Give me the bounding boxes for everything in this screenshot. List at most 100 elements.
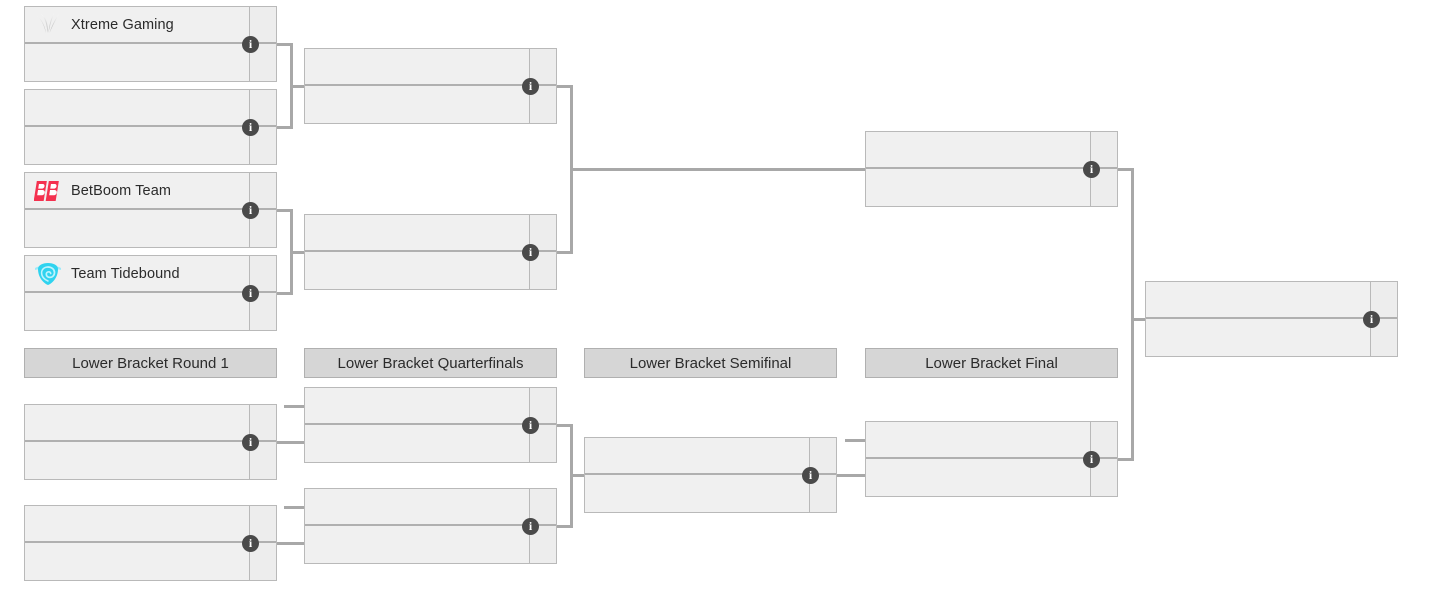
match-opponents <box>25 405 250 479</box>
match-box-lb-r1-m1[interactable] <box>24 404 277 480</box>
opponent-row-bottom[interactable] <box>305 526 529 563</box>
match-info-icon[interactable]: i <box>242 118 259 136</box>
connector-lb-r1-m2-out <box>277 542 304 545</box>
team-logo-placeholder-icon <box>866 422 912 457</box>
opponent-row-top[interactable]: Team Tidebound <box>25 256 249 293</box>
team-logo-placeholder-icon <box>305 252 351 289</box>
opponent-row-bottom[interactable] <box>25 442 249 479</box>
match-box-ub-r2-m1[interactable] <box>304 48 557 124</box>
team-logo-placeholder-icon <box>305 49 351 84</box>
match-box-grand-final[interactable] <box>1145 281 1398 357</box>
team-logo-placeholder-icon <box>305 425 351 462</box>
opponent-row-bottom[interactable] <box>305 425 529 462</box>
opponent-row-bottom[interactable] <box>25 543 249 580</box>
connector-lb-r1-m1-out <box>277 441 304 444</box>
opponent-row-top[interactable] <box>585 438 809 475</box>
xtreme-gaming-logo-icon <box>36 12 59 33</box>
match-info-icon[interactable]: i <box>242 534 259 552</box>
opponent-row-bottom[interactable] <box>866 459 1090 496</box>
opponent-row-top[interactable] <box>25 405 249 442</box>
opponent-row-bottom[interactable] <box>25 44 249 81</box>
connector-in-ub-final <box>570 168 865 171</box>
match-opponents: Xtreme Gaming <box>25 7 250 81</box>
match-box-ub-r1-m1[interactable]: Xtreme Gaming <box>24 6 277 82</box>
opponent-row-bottom[interactable] <box>25 127 249 164</box>
match-opponents <box>585 438 810 512</box>
connector-out-lb-qf-m1 <box>557 424 573 427</box>
opponent-row-bottom[interactable] <box>866 169 1090 206</box>
team-logo-placeholder-icon <box>866 169 912 206</box>
match-info-icon[interactable]: i <box>1363 310 1380 328</box>
opponent-row-top[interactable]: BetBoom Team <box>25 173 249 210</box>
betboom-logo-icon <box>25 173 71 208</box>
score-cell-top <box>530 489 556 526</box>
opponent-row-top[interactable] <box>866 132 1090 169</box>
match-info-icon[interactable]: i <box>242 433 259 451</box>
match-info-icon[interactable]: i <box>522 517 539 535</box>
team-logo-placeholder-icon <box>1146 319 1192 356</box>
opponent-row-bottom[interactable] <box>25 293 249 330</box>
match-info-icon[interactable]: i <box>1083 160 1100 178</box>
match-box-ub-r2-m2[interactable] <box>304 214 557 290</box>
opponent-row-top[interactable] <box>866 422 1090 459</box>
round-label-lb-semifinal: Lower Bracket Semifinal <box>584 348 837 378</box>
opponent-row-top[interactable] <box>25 506 249 543</box>
score-cell-top <box>1371 282 1397 319</box>
team-logo-placeholder-icon <box>305 526 351 563</box>
team-logo-placeholder-icon <box>866 132 912 167</box>
match-box-ub-r1-m4[interactable]: Team Tidebound <box>24 255 277 331</box>
opponent-row-top[interactable]: Xtreme Gaming <box>25 7 249 44</box>
match-info-icon[interactable]: i <box>522 243 539 261</box>
team-logo-placeholder-icon <box>305 388 351 423</box>
match-box-lb-qf-m1[interactable] <box>304 387 557 463</box>
opponent-row-top[interactable] <box>305 489 529 526</box>
match-opponents <box>305 489 530 563</box>
match-box-ub-r1-m3[interactable]: BetBoom Team <box>24 172 277 248</box>
match-box-lb-qf-m2[interactable] <box>304 488 557 564</box>
opponent-row-top[interactable] <box>305 49 529 86</box>
match-info-icon[interactable]: i <box>522 416 539 434</box>
match-info-icon[interactable]: i <box>522 77 539 95</box>
score-cell-top <box>250 7 276 44</box>
team-logo-placeholder-icon <box>25 506 71 541</box>
opponent-row-bottom[interactable] <box>305 86 529 123</box>
connector-drop-lb-qf-m2 <box>284 506 304 509</box>
round-label-lb-final: Lower Bracket Final <box>865 348 1118 378</box>
team-logo-placeholder-icon <box>585 438 631 473</box>
match-box-lb-f[interactable] <box>865 421 1118 497</box>
opponent-row-bottom[interactable] <box>585 475 809 512</box>
opponent-row-bottom[interactable] <box>1146 319 1370 356</box>
score-cell-top <box>250 256 276 293</box>
match-opponents <box>305 388 530 462</box>
opponent-row-top[interactable] <box>1146 282 1370 319</box>
score-cell-top <box>810 438 836 475</box>
opponent-row-top[interactable] <box>305 388 529 425</box>
connector-lb-sf-out <box>837 474 865 477</box>
opponent-row-bottom[interactable] <box>305 252 529 289</box>
match-box-ub-final[interactable] <box>865 131 1118 207</box>
score-cell-top <box>250 90 276 127</box>
match-box-lb-r1-m2[interactable] <box>24 505 277 581</box>
match-info-icon[interactable]: i <box>802 466 819 484</box>
match-info-icon[interactable]: i <box>1083 450 1100 468</box>
opponent-name: Xtreme Gaming <box>71 16 174 33</box>
opponent-row-top[interactable] <box>305 215 529 252</box>
opponent-name: Team Tidebound <box>71 265 180 282</box>
connector-out-ub-r2-m2 <box>557 251 573 254</box>
tidebound-logo-icon <box>25 256 71 291</box>
opponent-row-bottom[interactable] <box>25 210 249 247</box>
match-info-icon[interactable]: i <box>242 201 259 219</box>
match-info-icon[interactable]: i <box>242 35 259 53</box>
opponent-name: BetBoom Team <box>71 182 172 199</box>
score-cell-top <box>250 506 276 543</box>
connector-out-ub-r1-m4 <box>277 292 293 295</box>
opponent-row-top[interactable] <box>25 90 249 127</box>
score-cell-top <box>1091 132 1117 169</box>
match-box-lb-sf[interactable] <box>584 437 837 513</box>
match-info-icon[interactable]: i <box>242 284 259 302</box>
match-box-ub-r1-m2[interactable] <box>24 89 277 165</box>
team-logo-placeholder-icon <box>25 543 71 580</box>
team-logo-placeholder-icon <box>305 489 351 524</box>
score-cell-top <box>530 215 556 252</box>
team-logo-placeholder-icon <box>25 44 71 81</box>
